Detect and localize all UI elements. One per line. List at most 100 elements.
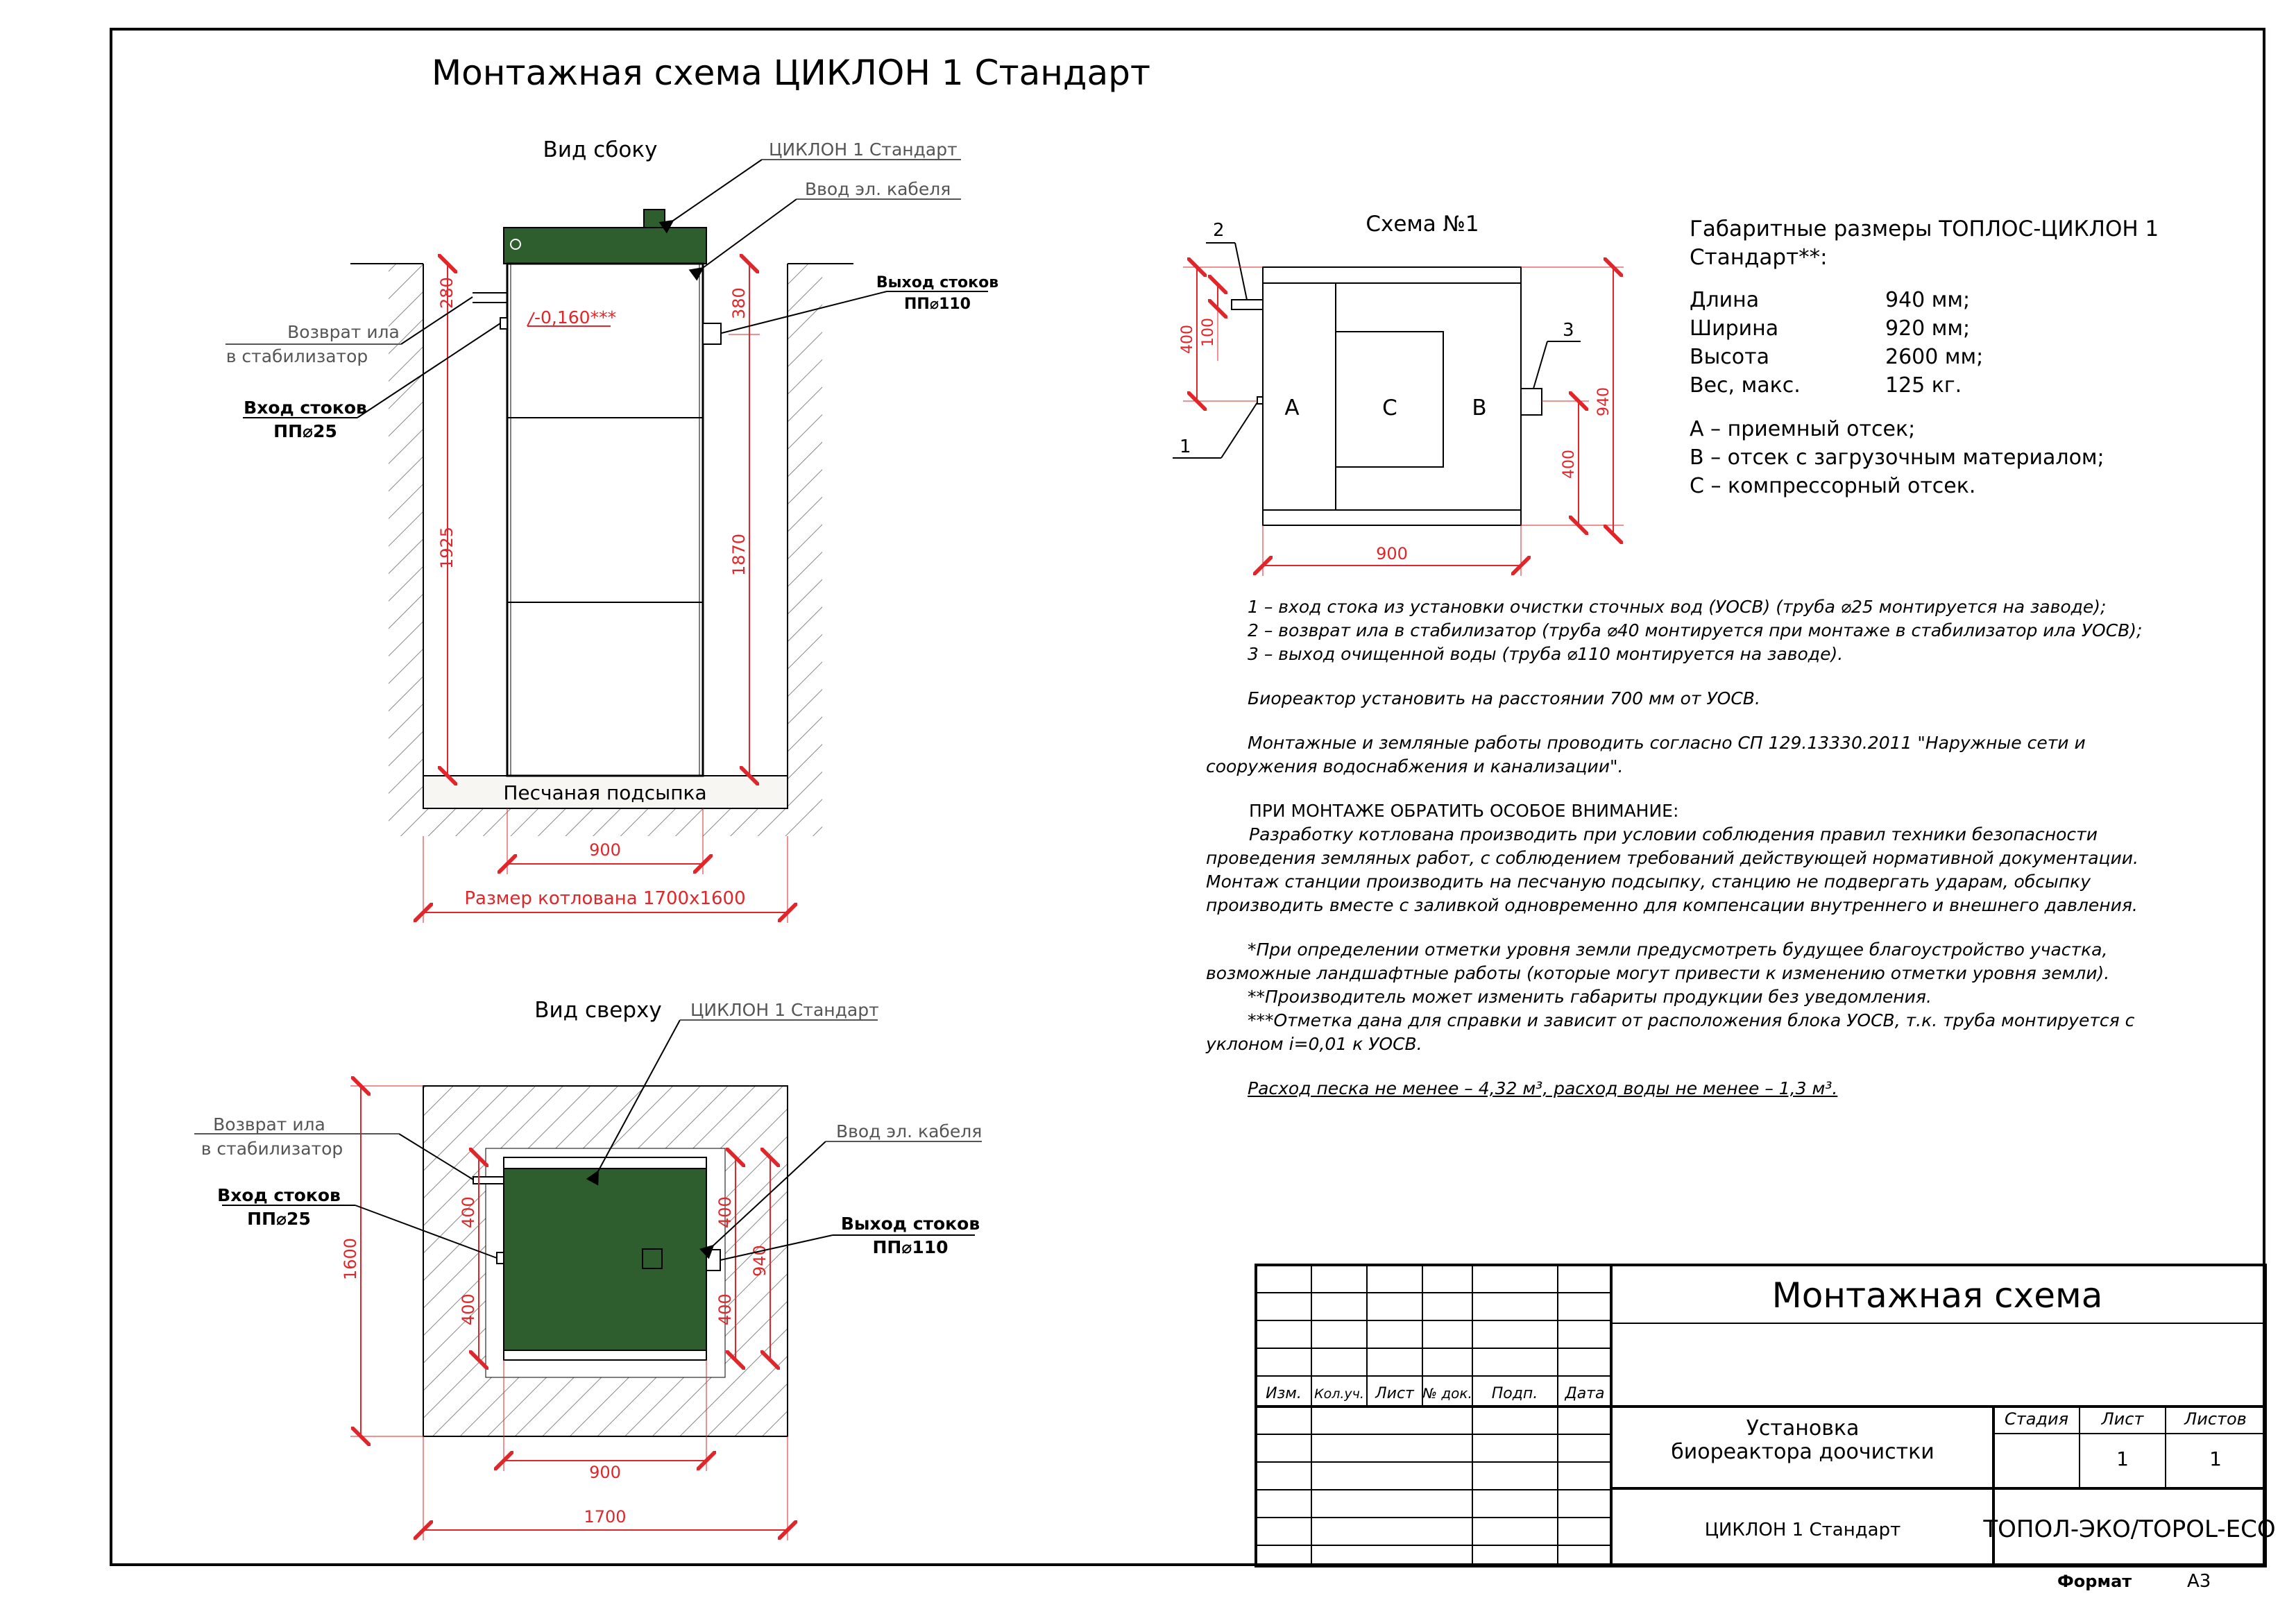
consumption-text: Расход песка не менее – 4,32 м³, расход … [1248, 1078, 1838, 1098]
top-callout-cable: Ввод эл. кабеля [836, 1121, 982, 1141]
soil-bottom [389, 808, 822, 836]
note-consumption: Расход песка не менее – 4,32 м³, расход … [1206, 1077, 2198, 1101]
tb-company: ТОПОЛ-ЭКО/TOPOL-ECO [1982, 1515, 2275, 1543]
dimensions-title: Габаритные размеры ТОПЛОС-ЦИКЛОН 1 Станд… [1690, 216, 2159, 270]
compressor-box [1335, 331, 1444, 468]
scheme-marker-1: 1 [1180, 436, 1191, 457]
tb-header-podp: Подп. [1492, 1385, 1538, 1402]
dimension-value: 940 мм; [1885, 288, 1971, 312]
scheme-marker-3: 3 [1563, 320, 1574, 341]
note-attention-text: Разработку котлована производить при усл… [1206, 824, 2138, 915]
scheme-pipe-3 [1520, 388, 1542, 416]
dim-400-left-bottom: 400 [459, 1293, 478, 1325]
top-hatch-icon [642, 1248, 663, 1269]
scheme-pipe-2 [1231, 299, 1264, 310]
top-return-label-2: в стабилизатор [201, 1139, 343, 1159]
side-return-label-1: Возврат ила [287, 322, 400, 342]
side-view-heading: Вид сбоку [543, 137, 658, 162]
tb-stage-label: Стадия [2005, 1409, 2068, 1429]
tb-header-date: Дата [1565, 1385, 1605, 1402]
tb-header-izm: Изм. [1266, 1385, 1302, 1402]
note-works: Монтажные и земляные работы проводить со… [1206, 733, 2086, 776]
dimension-key: Вес, макс. [1690, 373, 1801, 398]
tb-object-line2: биореактора доочистки [1671, 1440, 1934, 1464]
pit-size-label: Размер котлована 1700х1600 [464, 888, 745, 909]
top-outlet-label-2: ПП⌀110 [872, 1237, 948, 1257]
sand-bed-label: Песчаная подсыпка [503, 781, 706, 804]
soil-left [389, 264, 423, 812]
dim-400-left-top: 400 [459, 1196, 478, 1228]
tb-sheet-value: 1 [2116, 1447, 2129, 1470]
sand-bed [423, 775, 788, 809]
scheme-pipe-1 [1257, 396, 1264, 405]
side-callout-cable: Ввод эл. кабеля [805, 179, 951, 199]
side-view: Вид сбоку Песчаная подсыпка -0,160*** [226, 137, 998, 923]
tb-sheets-label: Листов [2184, 1409, 2247, 1429]
top-return-pipe [473, 1176, 504, 1184]
top-view: Вид сверху 1600 400 400 400 400 940 900 … [194, 998, 982, 1540]
scheme-dim-400-left: 400 [1179, 325, 1196, 354]
legend-item: А – приемный отсек; [1690, 417, 1916, 441]
dim-1700: 1700 [584, 1507, 626, 1527]
legend-item: В – отсек с загрузочным материалом; [1690, 445, 2104, 470]
main-title: Монтажная схема ЦИКЛОН 1 Стандарт [432, 53, 1150, 93]
top-outlet-label-1: Выход стоков [841, 1214, 980, 1234]
note-footnote-2: **Производитель может изменить габариты … [1248, 987, 1932, 1007]
legend-item: С – компрессорный отсек. [1690, 474, 1976, 498]
note-attention-heading: ПРИ МОНТАЖЕ ОБРАТИТЬ ОСОБОЕ ВНИМАНИЕ: [1249, 801, 1679, 821]
side-inlet-label-1: Вход стоков [244, 398, 367, 418]
elevation-mark: -0,160*** [534, 307, 616, 328]
scheme-dim-940: 940 [1595, 387, 1613, 416]
side-return-label-2: в стабилизатор [226, 346, 368, 366]
overall-dimensions: Габаритные размеры ТОПЛОС-ЦИКЛОН 1 Станд… [1690, 215, 2296, 500]
dim-400-right-top: 400 [715, 1196, 735, 1228]
dimension-row: Вес, макс. 125 кг. [1690, 371, 2296, 400]
tb-header-kolvo: Кол.уч. [1314, 1386, 1364, 1402]
note-footnote-1: *При определении отметки уровня земли пр… [1206, 940, 2110, 983]
dimension-value: 125 кг. [1885, 373, 1962, 398]
dimension-key: Ширина [1690, 316, 1779, 341]
tb-drawing-name: Монтажная схема [1772, 1275, 2103, 1316]
tb-format-label: Формат [2057, 1572, 2132, 1591]
scheme-label-c: C [1382, 396, 1397, 420]
tb-header-list: Лист [1375, 1385, 1415, 1402]
title-block-text: Монтажная схема Изм. Кол.уч. Лист № док.… [1266, 1275, 2275, 1592]
dimension-value: 2600 мм; [1885, 345, 1984, 369]
note-item: 1 – вход стока из установки очистки сточ… [1248, 597, 2107, 617]
unit-lid [503, 227, 707, 264]
side-callout-unit: ЦИКЛОН 1 Стандарт [769, 139, 958, 160]
tb-sheet-label: Лист [2101, 1409, 2145, 1429]
scheme-marker-2: 2 [1213, 220, 1225, 241]
top-outlet-pipe [706, 1249, 721, 1271]
scheme-1: Схема №1 A C B 2 1 3 400 100 400 [1173, 212, 1624, 576]
unit-cap [643, 209, 665, 228]
installation-notes: 1 – вход стока из установки очистки сточ… [1206, 595, 2198, 1101]
scheme-label-b: B [1472, 396, 1486, 420]
top-unit-body [503, 1168, 707, 1351]
top-return-label-1: Возврат ила [213, 1114, 325, 1135]
drawing-frame [110, 28, 2265, 1566]
top-callout-unit: ЦИКЛОН 1 Стандарт [690, 1000, 879, 1020]
soil-right [788, 264, 822, 812]
compartment-legend: А – приемный отсек; В – отсек с загрузоч… [1690, 415, 2296, 500]
top-inlet-label-1: Вход стоков [217, 1185, 341, 1205]
lid-bolt-icon [510, 239, 521, 250]
tb-sheets-value: 1 [2209, 1447, 2222, 1470]
top-view-heading: Вид сверху [534, 998, 661, 1023]
tb-format-value: А3 [2187, 1571, 2211, 1592]
dim-1925: 1925 [437, 527, 457, 569]
title-block [1255, 1264, 2267, 1567]
dim-900-top: 900 [589, 1463, 621, 1482]
pit-outline [423, 1085, 788, 1437]
scheme-heading: Схема №1 [1366, 212, 1479, 237]
note-distance: Биореактор установить на расстоянии 700 … [1248, 688, 1760, 708]
tb-header-doc: № док. [1422, 1385, 1472, 1402]
tb-product: ЦИКЛОН 1 Стандарт [1705, 1520, 1901, 1540]
tb-object-line1: Установка [1746, 1416, 1860, 1441]
scheme-dim-100: 100 [1200, 318, 1217, 347]
outlet-pipe [702, 323, 722, 345]
dim-900-side: 900 [589, 840, 621, 860]
